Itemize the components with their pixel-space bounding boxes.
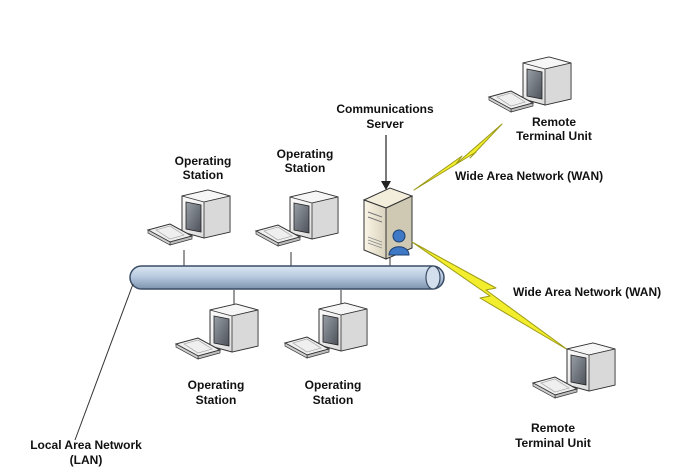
computer-workstation-icon xyxy=(488,56,572,113)
station-3-label-line2: Station xyxy=(196,393,237,407)
lan-label-line2: (LAN) xyxy=(70,453,103,467)
user-icon xyxy=(388,229,410,256)
computer-workstation-icon xyxy=(175,303,259,360)
server-label-line1: Communications xyxy=(336,102,434,116)
station-2-label-line2: Station xyxy=(285,161,326,175)
station-1-label-line1: Operating xyxy=(175,154,232,168)
rtu-bottom-label-line1: Remote xyxy=(531,421,575,435)
server-tower-icon xyxy=(362,187,414,260)
computer-workstation-icon xyxy=(532,342,616,399)
remote-terminal-unit-bottom: Remote Terminal Unit xyxy=(515,342,616,450)
lan-label-line1: Local Area Network xyxy=(30,438,142,452)
lightning-bolt-icon xyxy=(413,123,503,191)
computer-workstation-icon xyxy=(147,189,231,246)
operating-station-3: Operating Station xyxy=(175,303,259,407)
rtu-bottom-label-line2: Terminal Unit xyxy=(515,436,591,450)
operating-station-4: Operating Station xyxy=(284,302,368,407)
computer-workstation-icon xyxy=(255,190,339,247)
operating-station-1: Operating Station xyxy=(147,154,232,246)
rtu-top-label-line1: Remote xyxy=(532,115,576,129)
wan-top-label: Wide Area Network (WAN) xyxy=(455,169,603,183)
station-3-label-line1: Operating xyxy=(188,378,245,392)
communications-server: Communications Server xyxy=(336,102,434,260)
wan-link-top: Wide Area Network (WAN) xyxy=(413,123,603,191)
station-4-label-line2: Station xyxy=(313,393,354,407)
station-1-label-line2: Station xyxy=(183,168,224,182)
wan-bottom-label: Wide Area Network (WAN) xyxy=(513,285,661,299)
server-label-line2: Server xyxy=(366,117,404,131)
remote-terminal-unit-top: Remote Terminal Unit xyxy=(488,56,592,143)
lan-label: Local Area Network (LAN) xyxy=(30,438,142,467)
station-2-label-line1: Operating xyxy=(277,147,334,161)
computer-workstation-icon xyxy=(284,302,368,359)
lan-bus xyxy=(129,265,445,290)
wan-link-bottom: Wide Area Network (WAN) xyxy=(411,241,661,351)
station-4-label-line1: Operating xyxy=(305,378,362,392)
arrowhead-icon xyxy=(381,181,391,190)
rtu-top-label-line2: Terminal Unit xyxy=(516,129,592,143)
lan-callout-line xyxy=(74,283,134,441)
operating-station-2: Operating Station xyxy=(255,147,339,247)
